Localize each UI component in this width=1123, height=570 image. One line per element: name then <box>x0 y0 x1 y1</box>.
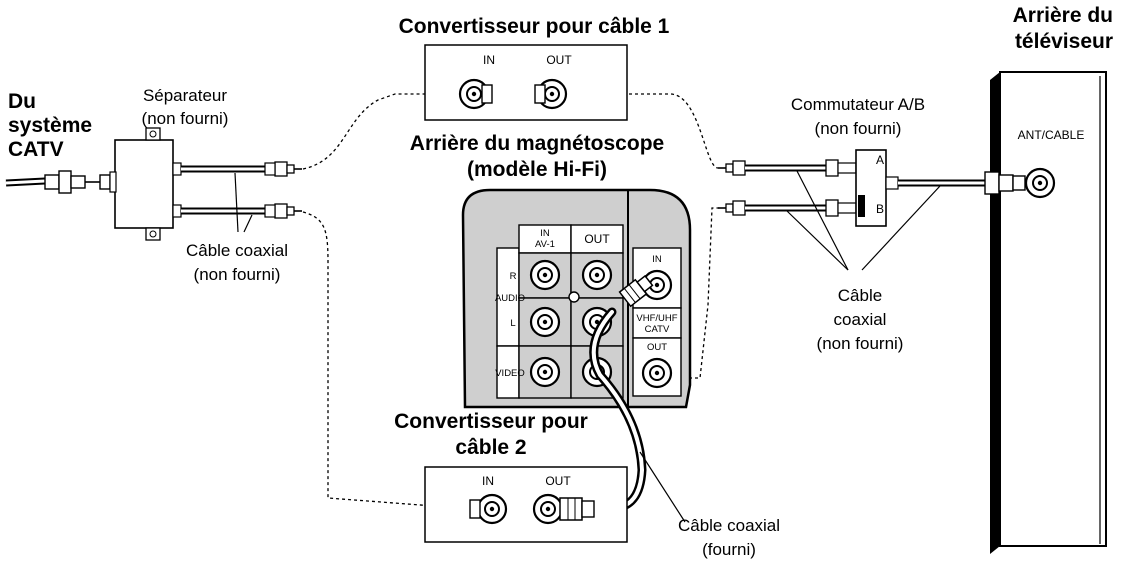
vcr-in-label: IN <box>540 228 550 239</box>
audio-r-in-jack <box>529 259 561 291</box>
vcr-vhf-uhf-label: VHF/UHF <box>636 313 677 324</box>
vcr-title-line1: Arrière du magnétoscope <box>410 132 664 155</box>
converter-2 <box>424 466 628 543</box>
coax-right-pointers <box>786 170 941 271</box>
converter1-in-label: IN <box>483 53 495 67</box>
vcr-panel-text: IN AV-1 OUT R AUDIO L VIDEO IN VHF/UHF C… <box>495 228 678 379</box>
coax-right-label-line1: Câble <box>838 286 882 305</box>
supplied-coax-cable <box>589 274 654 513</box>
splitter-label-line1: Séparateur <box>143 86 227 105</box>
converter-1 <box>424 44 628 121</box>
ab-switch-label-line1: Commutateur A/B <box>791 95 925 114</box>
vcr-av1-label: AV-1 <box>535 239 555 250</box>
dashed-paths <box>302 93 722 509</box>
vcr-title-line2: (modèle Hi-Fi) <box>467 158 607 181</box>
audio-l-in-jack <box>529 306 561 338</box>
vcr-rf-out-label: OUT <box>647 342 667 353</box>
video-in-jack <box>529 356 561 388</box>
vcr-out-label: OUT <box>584 232 610 246</box>
audio-r-out-jack <box>581 259 613 291</box>
vcr-audio-label: AUDIO <box>495 293 525 304</box>
switch-a-label: A <box>876 153 884 167</box>
converter2-title-line1: Convertisseur pour <box>394 410 588 433</box>
labels: Du système CATV Séparateur (non fourni) … <box>8 4 1113 559</box>
converter1-title: Convertisseur pour câble 1 <box>399 15 670 38</box>
supplied-coax-pointer <box>639 451 686 523</box>
vcr-audio-l-label: L <box>510 318 515 329</box>
tv-back <box>984 71 1107 554</box>
converter2-in-jack <box>476 493 508 525</box>
ab-switch <box>717 149 985 227</box>
vcr-back-panel <box>461 188 692 409</box>
tv-ant-cable-jack <box>1024 167 1056 199</box>
tv-title-line1: Arrière du <box>1013 4 1113 27</box>
converter2-in-label: IN <box>482 474 494 488</box>
catv-input-cable <box>5 170 111 194</box>
vcr-audio-r-label: R <box>510 271 517 282</box>
vcr-rf-in-label: IN <box>652 254 662 265</box>
coax-left-label-line2: (non fourni) <box>194 265 281 284</box>
splitter-output-cables <box>181 161 303 219</box>
source-title-line3: CATV <box>8 138 64 161</box>
source-title-line1: Du <box>8 90 36 113</box>
coax-right-label-line3: (non fourni) <box>817 334 904 353</box>
converter2-out-label: OUT <box>545 474 571 488</box>
tv-ant-cable-label: ANT/CABLE <box>1018 128 1085 142</box>
splitter <box>109 127 182 241</box>
coax-right-label-line2: coaxial <box>834 310 887 329</box>
coax-left-pointers <box>234 172 253 233</box>
source-title-line2: système <box>8 114 92 137</box>
ab-switch-label-line2: (non fourni) <box>815 119 902 138</box>
converter2-out-jack <box>532 493 564 525</box>
coax-supplied-label-line2: (fourni) <box>702 540 756 559</box>
vcr-video-label: VIDEO <box>495 368 525 379</box>
tv-title-line2: téléviseur <box>1015 30 1113 53</box>
coax-supplied-label-line1: Câble coaxial <box>678 516 780 535</box>
coax-left-label-line1: Câble coaxial <box>186 241 288 260</box>
rf-out-jack <box>641 357 673 389</box>
vcr-catv-label: CATV <box>645 324 670 335</box>
converter1-out-label: OUT <box>546 53 572 67</box>
converter2-title-line2: câble 2 <box>455 436 526 459</box>
switch-b-label: B <box>876 202 884 216</box>
splitter-label-line2: (non fourni) <box>142 109 229 128</box>
